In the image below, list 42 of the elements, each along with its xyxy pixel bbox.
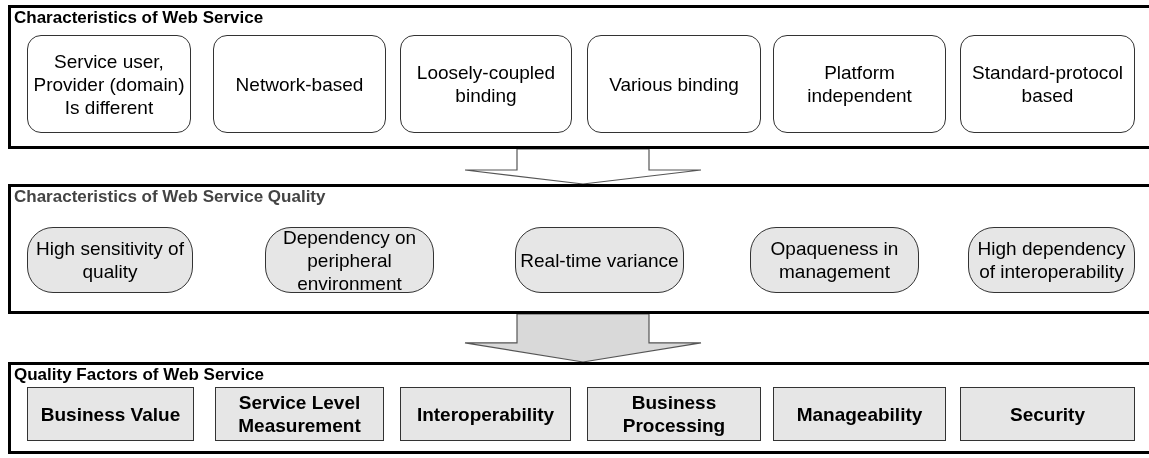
block-arrow (464, 313, 702, 363)
panel-title: Characteristics of Web Service (14, 8, 264, 28)
quality-pill (968, 227, 1135, 293)
box-label: Platform independent (806, 61, 913, 107)
box-label: Opaqueness in management (769, 237, 900, 283)
box-label: Service Level Measurement (237, 391, 362, 437)
characteristic-box (773, 35, 946, 133)
box-label: Business Value (40, 402, 181, 426)
factor-box (960, 387, 1135, 441)
panel (8, 362, 1149, 454)
box-label: Standard-protocol based (970, 61, 1124, 107)
quality-pill (27, 227, 193, 293)
box-label: Various binding (609, 72, 739, 96)
box-label: Real-time variance (520, 248, 679, 272)
factor-box (587, 387, 761, 441)
factor-box (27, 387, 194, 441)
box-label: High dependency of interoperability (976, 237, 1127, 283)
box-label: Service user, Provider (domain) Is different (32, 49, 186, 119)
panel (8, 184, 1149, 314)
quality-pill (265, 227, 434, 293)
factor-box (215, 387, 384, 441)
box-label: Loosely-coupled binding (415, 61, 557, 107)
panel-title: Characteristics of Web Service Quality (14, 187, 326, 207)
factor-box (773, 387, 946, 441)
characteristic-box (27, 35, 191, 133)
panel-title: Quality Factors of Web Service (14, 365, 265, 385)
box-label: Manageability (796, 402, 923, 426)
characteristic-box (587, 35, 761, 133)
box-label: Interoperability (416, 402, 555, 426)
box-label: High sensitivity of quality (35, 237, 185, 283)
quality-pill (515, 227, 684, 293)
factor-box (400, 387, 571, 441)
characteristic-box (960, 35, 1135, 133)
panel (8, 5, 1149, 149)
box-label: Business Processing (621, 391, 727, 437)
quality-pill (750, 227, 919, 293)
characteristic-box (400, 35, 572, 133)
box-label: Network-based (235, 72, 364, 96)
box-label: Dependency on peripheral environment (281, 225, 418, 295)
characteristic-box (213, 35, 386, 133)
box-label: Security (1010, 402, 1085, 426)
block-arrow (464, 148, 702, 185)
